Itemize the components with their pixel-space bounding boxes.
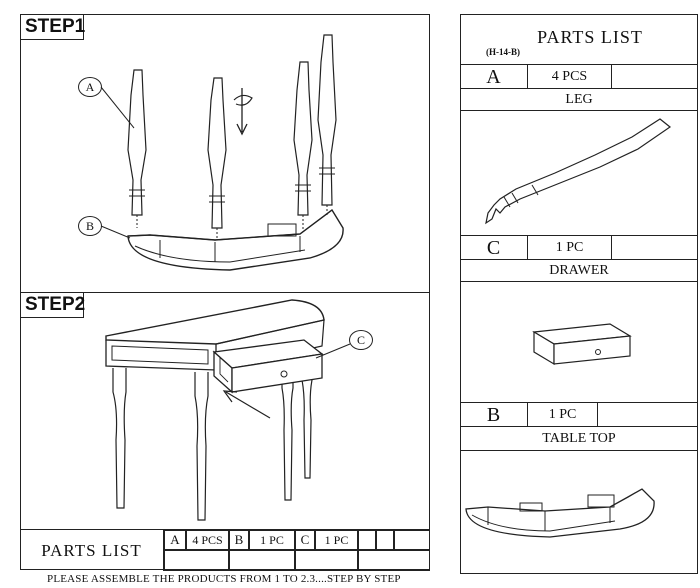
bottom-letter-b: B <box>229 530 249 550</box>
step1-illustration <box>100 34 344 271</box>
callout-a-text: A <box>85 79 95 94</box>
step2-illustration <box>105 299 351 521</box>
parts-list-panel <box>460 14 698 574</box>
drawer-illustration <box>532 323 632 366</box>
bottom-letter-c: C <box>295 530 315 550</box>
part-a-letter: A <box>460 65 528 89</box>
part-b-letter: B <box>460 403 528 427</box>
right-parts-title: PARTS LIST <box>537 26 643 47</box>
table-top-illustration <box>465 488 655 538</box>
bottom-empty-row2-3 <box>295 550 358 571</box>
part-b-row: B 1 PC <box>460 402 698 427</box>
bottom-qty-b: 1 PC <box>249 530 295 550</box>
bottom-empty-2 <box>376 530 394 550</box>
bottom-qty-c: 1 PC <box>315 530 358 550</box>
part-b-qty: 1 PC <box>528 403 598 427</box>
bottom-empty-3 <box>394 530 430 550</box>
step2-label: STEP2 <box>20 292 85 318</box>
callout-c-text: C <box>356 332 365 347</box>
callout-b-text: B <box>85 218 94 233</box>
assembly-instruction: PLEASE ASSEMBLE THE PRODUCTS FROM 1 TO 2… <box>47 573 401 585</box>
bottom-parts-list: PARTS LIST A 4 PCS B 1 PC C 1 PC <box>20 529 430 571</box>
bottom-empty-row2-2 <box>229 550 295 571</box>
leg-illustration <box>485 118 672 225</box>
bottom-empty-row2-1 <box>164 550 229 571</box>
part-c-name: DRAWER <box>460 260 698 282</box>
bottom-empty-row2-4 <box>358 550 430 571</box>
part-a-name: LEG <box>460 89 698 111</box>
callout-c: C <box>349 330 373 350</box>
step-divider <box>20 292 430 293</box>
bottom-empty-1 <box>358 530 376 550</box>
part-c-row: C 1 PC <box>460 235 698 260</box>
bottom-qty-a: 4 PCS <box>186 530 229 550</box>
callout-a: A <box>78 77 102 97</box>
part-b-name: TABLE TOP <box>460 427 698 451</box>
part-a-row: A 4 PCS <box>460 64 698 89</box>
part-a-qty: 4 PCS <box>528 65 612 89</box>
bottom-letter-a: A <box>164 530 186 550</box>
parts-code: (H-14-B) <box>486 47 520 57</box>
part-c-qty: 1 PC <box>528 236 612 260</box>
step1-label: STEP1 <box>20 14 85 40</box>
part-c-letter: C <box>460 236 528 260</box>
bottom-parts-title: PARTS LIST <box>20 530 164 571</box>
callout-b: B <box>78 216 102 236</box>
